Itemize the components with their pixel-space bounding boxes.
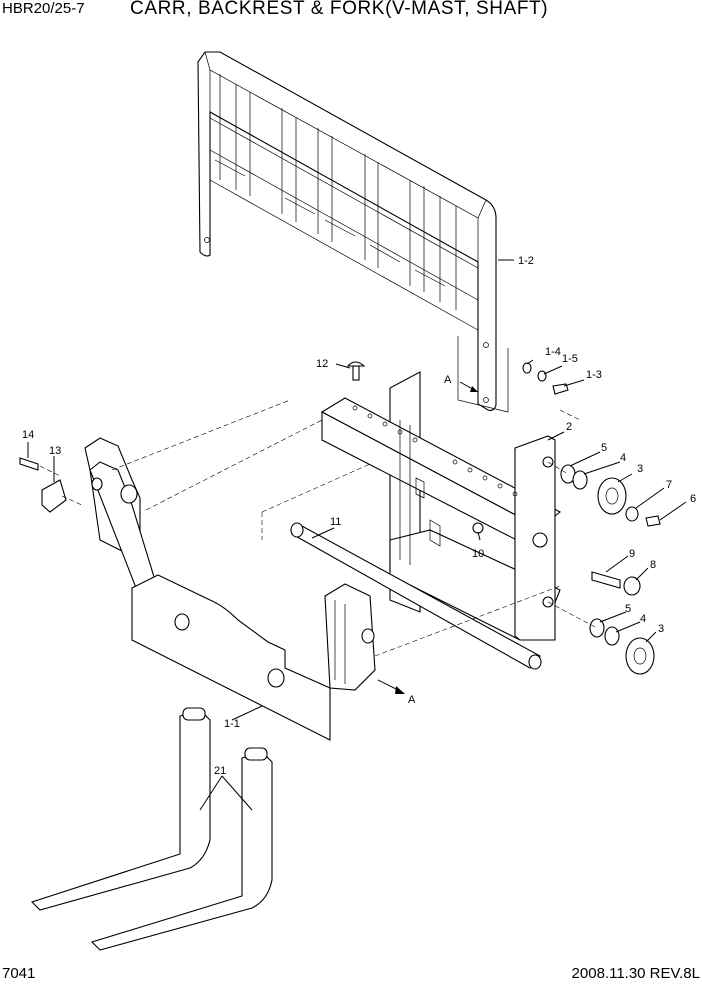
callout-1-5: 1-5 [562, 353, 578, 365]
carriage-frame [84, 437, 376, 741]
callout-a-bottom: A [408, 694, 416, 706]
callout-1-3: 1-3 [586, 369, 602, 381]
callout-a-top: A [444, 374, 452, 386]
page-title: CARR, BACKREST & FORK(V-MAST, SHAFT) [130, 0, 549, 19]
callout-8: 8 [650, 559, 656, 571]
backrest-frame [197, 51, 497, 411]
callout-13: 13 [49, 445, 61, 457]
callout-4-lower: 4 [640, 613, 646, 625]
model-code: HBR20/25-7 [2, 0, 85, 17]
callout-7: 7 [666, 479, 672, 491]
shaft [290, 522, 542, 670]
callout-11: 11 [330, 516, 341, 528]
callout-5-lower: 5 [625, 603, 631, 615]
callout-10: 10 [472, 548, 484, 560]
callout-3-upper: 3 [637, 463, 643, 475]
callout-9: 9 [629, 548, 635, 560]
forks [30, 707, 273, 951]
callout-1-4: 1-4 [545, 346, 561, 358]
callout-21: 21 [214, 765, 226, 777]
callout-1-1: 1-1 [224, 718, 240, 730]
callout-12: 12 [316, 358, 328, 370]
callout-5-upper: 5 [601, 442, 607, 454]
callout-1-2: 1-2 [518, 255, 534, 267]
callout-2: 2 [566, 421, 572, 433]
callout-3-lower: 3 [658, 623, 664, 635]
callout-6: 6 [690, 493, 696, 505]
callout-4-upper: 4 [620, 452, 626, 464]
callout-14: 14 [22, 429, 34, 441]
hardware [19, 361, 661, 675]
page-number: 7041 [2, 965, 36, 982]
revision-date: 2008.11.30 REV.8L [571, 965, 700, 982]
